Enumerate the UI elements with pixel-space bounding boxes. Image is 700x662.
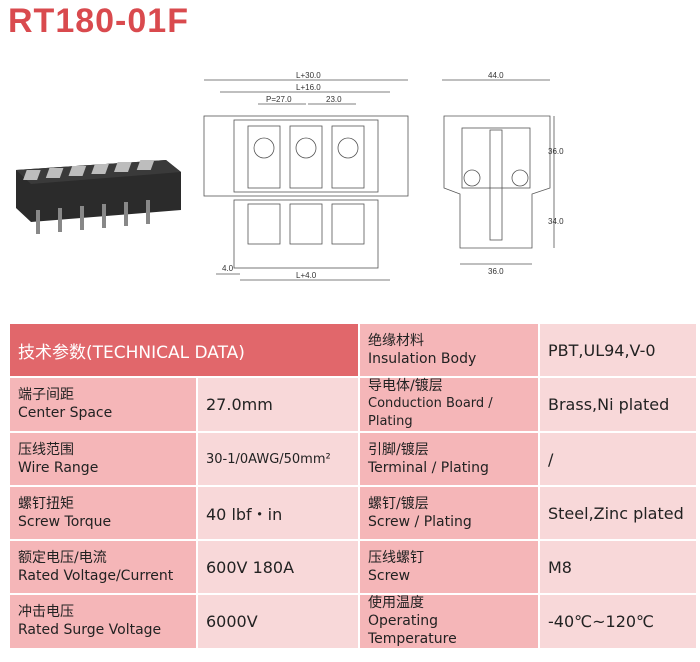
dim-36-height: 36.0 — [548, 147, 564, 156]
spec-value: PBT,UL94,V-0 — [540, 324, 696, 376]
spec-value: M8 — [540, 541, 696, 593]
spec-value: 40 lbf・in — [198, 487, 358, 539]
dim-l16: L+16.0 — [296, 83, 321, 92]
dim-23: 23.0 — [326, 95, 342, 104]
dim-pitch: P=27.0 — [266, 95, 292, 104]
spec-value: 6000V — [198, 595, 358, 648]
spec-value: 600V 180A — [198, 541, 358, 593]
dim-l30: L+30.0 — [296, 71, 321, 80]
spec-value: -40℃~120℃ — [540, 595, 696, 648]
spec-value: 30-1/0AWG/50mm² — [198, 433, 358, 485]
spec-value: Brass,Ni plated — [540, 378, 696, 431]
top-view-drawing: L+30.0 L+16.0 P=27.0 23.0 4.0 L+4.0 — [203, 71, 409, 281]
product-title: RT180-01F — [8, 2, 189, 40]
spec-value: Steel,Zinc plated — [540, 487, 696, 539]
dim-36-width: 36.0 — [488, 267, 504, 276]
spec-value: 27.0mm — [198, 378, 358, 431]
dim-44: 44.0 — [488, 71, 504, 80]
dim-4: 4.0 — [222, 264, 234, 273]
table-header: 技术参数(TECHNICAL DATA) — [10, 324, 358, 376]
dim-34: 34.0 — [548, 217, 564, 226]
dim-l4: L+4.0 — [296, 271, 317, 280]
terminal-block-photo — [16, 160, 181, 234]
spec-value: / — [540, 433, 696, 485]
side-view-drawing: 44.0 36.0 34.0 36.0 — [442, 71, 564, 276]
